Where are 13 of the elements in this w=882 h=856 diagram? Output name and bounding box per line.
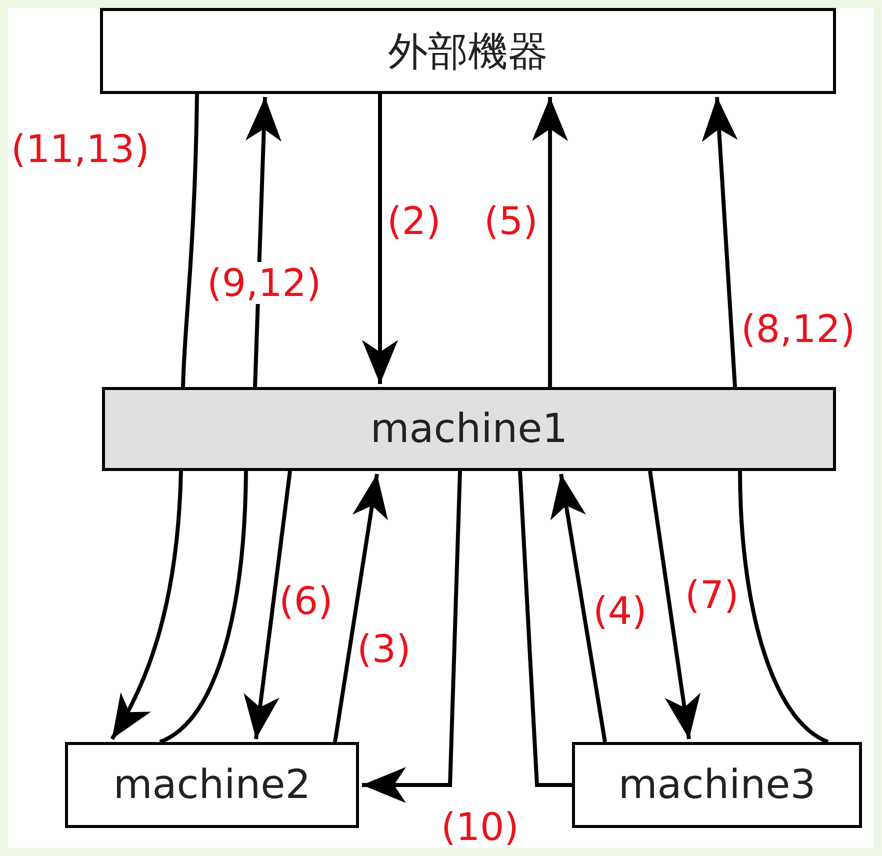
arrow bbox=[702, 96, 738, 388]
arrow bbox=[244, 470, 292, 740]
arrow bbox=[648, 470, 700, 740]
arrow bbox=[333, 474, 388, 742]
arrow bbox=[532, 97, 568, 387]
device-box: machine1 bbox=[102, 387, 836, 471]
arrow bbox=[362, 94, 398, 384]
device-box: machine3 bbox=[572, 742, 862, 828]
device-box: 外部機器 bbox=[100, 8, 836, 94]
arrow bbox=[550, 474, 607, 742]
arrow bbox=[110, 470, 183, 740]
device-box: machine2 bbox=[65, 742, 359, 828]
arrow bbox=[362, 470, 462, 803]
